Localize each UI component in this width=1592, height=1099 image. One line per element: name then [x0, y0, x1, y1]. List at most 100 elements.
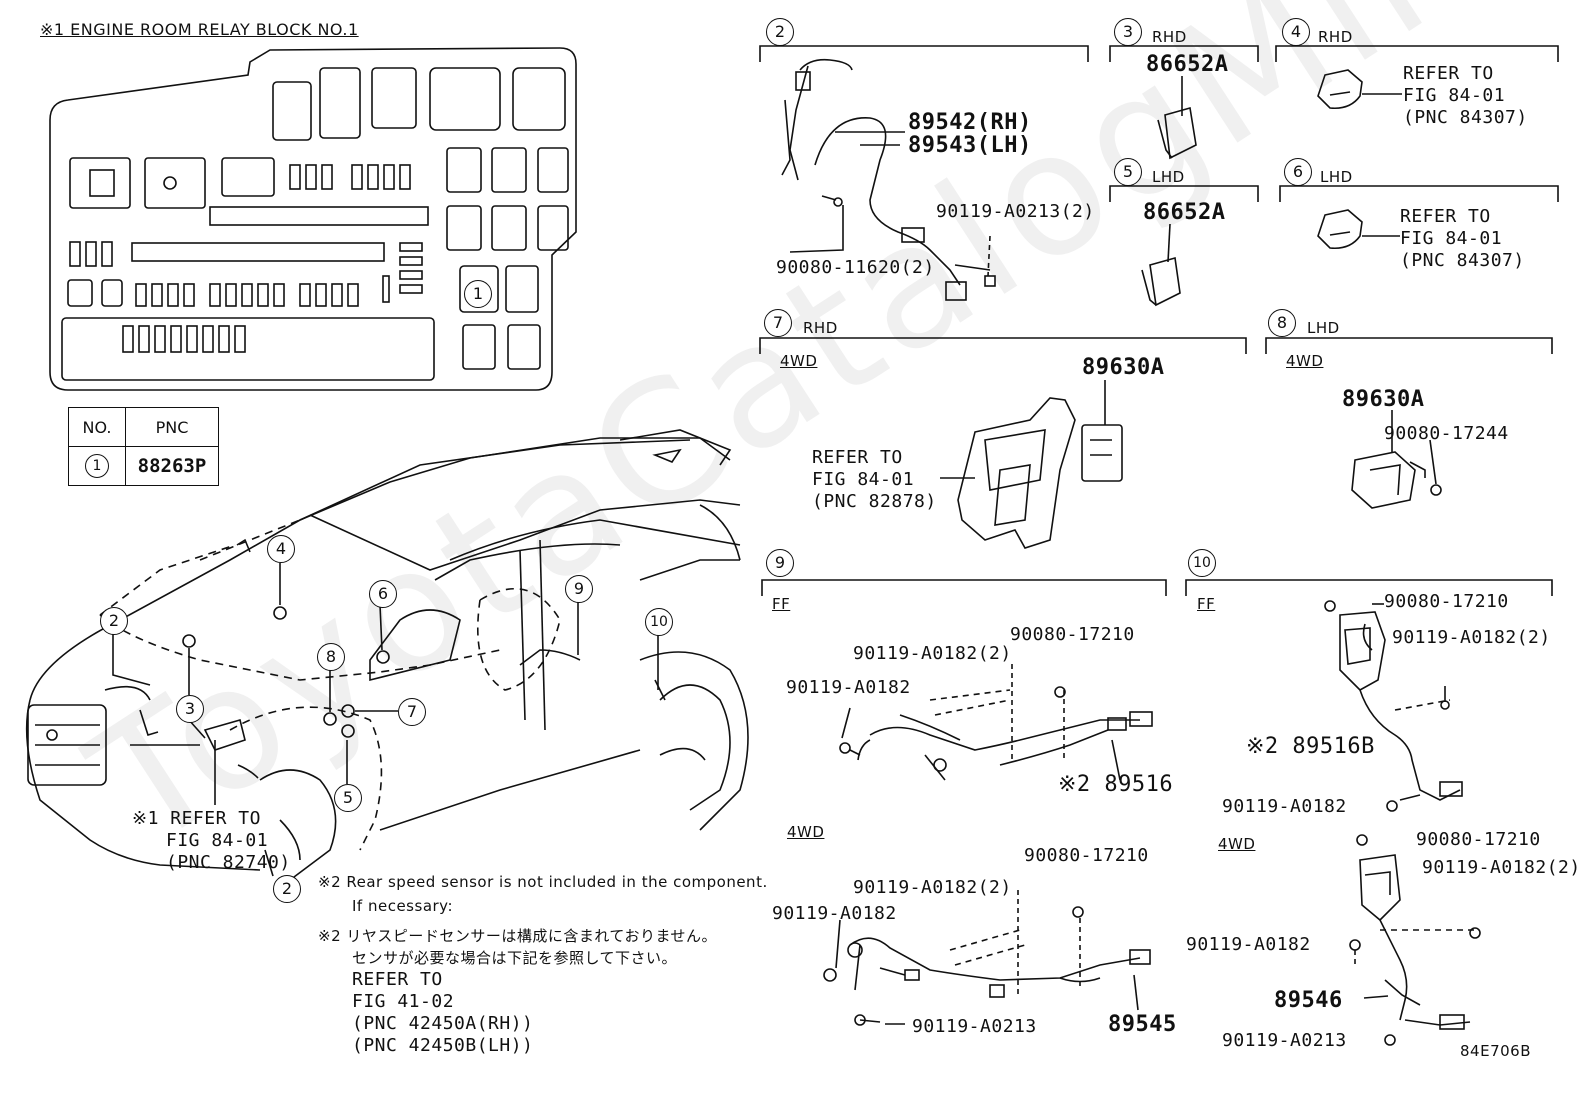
- refer-line: (PNC 82878): [812, 491, 937, 512]
- car-callout-5: 5: [334, 784, 362, 812]
- s10-ff-90080-17210: 90080-17210: [1384, 591, 1509, 612]
- car-callout-10: 10: [645, 608, 673, 636]
- refer-line: FIG 41-02: [352, 991, 455, 1012]
- harness-89546-art: [1349, 834, 1481, 1046]
- sensor-86652a-art: [1141, 76, 1197, 307]
- section-5-number: 5: [1114, 158, 1142, 186]
- s9-4wd-90119-a0182-2: 90119-A0182(2): [853, 877, 1012, 898]
- refer-84307-lhd: REFER TO FIG 84-01 (PNC 84307): [1400, 206, 1525, 272]
- s10-4wd-90119-a0182: 90119-A0182: [1186, 934, 1311, 955]
- part-90080-11620-2: 90080-11620(2): [776, 257, 935, 278]
- pnc-table: NO. PNC 1 88263P: [68, 407, 219, 486]
- harness-89516b-art: [1324, 600, 1463, 812]
- part-86652a-lhd: 86652A: [1143, 200, 1226, 225]
- part-90119-a0213-2: 90119-A0213(2): [936, 201, 1095, 222]
- s9-4wd-89545: 89545: [1108, 1012, 1177, 1037]
- car-callout-9: 9: [565, 575, 593, 603]
- section-9-ff: FF: [772, 595, 791, 613]
- pnc-table-cell-no: 1: [68, 446, 126, 486]
- part-90080-17244: 90080-17244: [1384, 423, 1509, 444]
- car-callout-4: 4: [267, 535, 295, 563]
- section-2-number: 2: [766, 18, 794, 46]
- note-jp-line-2: センサが必要な場合は下記を参照して下さい。: [352, 949, 678, 967]
- part-89630a-rhd: 89630A: [1082, 355, 1165, 380]
- s10-ff-89516b: ※2 89516B: [1246, 734, 1375, 759]
- car-callout-6: 6: [369, 580, 397, 608]
- refer-line: FIG 84-01: [166, 830, 269, 851]
- s10-4wd-89546: 89546: [1274, 988, 1343, 1013]
- refer-line: ※1 REFER TO: [132, 808, 261, 829]
- car-callout-7: 7: [398, 698, 426, 726]
- harness-89516-art: [839, 664, 1153, 781]
- s10-ff-90119-a0182-2: 90119-A0182(2): [1392, 627, 1551, 648]
- harness-89545-art: [823, 890, 1151, 1026]
- refer-line: REFER TO: [352, 969, 443, 990]
- relay-block-outline: [49, 47, 577, 391]
- s9-ff-90119-a0182: 90119-A0182: [786, 677, 911, 698]
- car-callout-8: 8: [317, 643, 345, 671]
- refer-line: (PNC 42450A(RH)): [352, 1013, 534, 1034]
- s10-4wd-90080-17210: 90080-17210: [1416, 829, 1541, 850]
- note-en-line-1: ※2 Rear speed sensor is not included in …: [318, 873, 768, 891]
- refer-line: FIG 84-01: [812, 469, 915, 490]
- relay-block-title: ※1 ENGINE ROOM RELAY BLOCK NO.1: [40, 20, 359, 39]
- vehicle-mount-points: [182, 606, 390, 738]
- note-refer-42450: REFER TO FIG 41-02 (PNC 42450A(RH)) (PNC…: [352, 969, 533, 1057]
- section-6-tag: LHD: [1320, 168, 1353, 186]
- pnc-table-header-no: NO.: [68, 407, 126, 447]
- part-89543: 89543(LH): [908, 133, 1032, 158]
- section-7-number: 7: [764, 309, 792, 337]
- pnc-row-number: 1: [85, 454, 109, 478]
- section-10-4wd: 4WD: [1218, 835, 1256, 853]
- car-callout-2: 2: [100, 607, 128, 635]
- s9-ff-90119-a0182-2: 90119-A0182(2): [853, 643, 1012, 664]
- pnc-table-cell-pnc: 88263P: [125, 446, 219, 486]
- s10-4wd-90119-a0213: 90119-A0213: [1222, 1030, 1347, 1051]
- car-callout-3: 3: [176, 695, 204, 723]
- refer-82878: REFER TO FIG 84-01 (PNC 82878): [812, 447, 937, 513]
- section-3-tag: RHD: [1152, 28, 1187, 46]
- note-en-line-2: If necessary:: [352, 897, 454, 915]
- section-9-number: 9: [766, 549, 794, 577]
- sensor-84307-art: [1317, 69, 1402, 250]
- section-9-4wd: 4WD: [787, 823, 825, 841]
- section-8-sub: 4WD: [1286, 352, 1324, 370]
- s9-ff-90080-17210: 90080-17210: [1010, 624, 1135, 645]
- section-10-number: 10: [1188, 549, 1216, 577]
- car-callout-2-rear: 2: [273, 875, 301, 903]
- figure-code: 84E706B: [1460, 1042, 1531, 1060]
- refer-line: FIG 84-01: [1403, 85, 1506, 106]
- relay-block-components: [61, 67, 569, 381]
- part-86652a-rhd: 86652A: [1146, 52, 1229, 77]
- sensor-89630a-lhd-art: [1351, 410, 1442, 509]
- s10-4wd-90119-a0182-2: 90119-A0182(2): [1422, 857, 1581, 878]
- refer-line: REFER TO: [1400, 206, 1491, 227]
- section-5-tag: LHD: [1152, 168, 1185, 186]
- sensor-89542-art: [781, 58, 996, 301]
- s9-4wd-90080-17210: 90080-17210: [1024, 845, 1149, 866]
- refer-line: (PNC 42450B(LH)): [352, 1035, 534, 1056]
- part-89630a-lhd: 89630A: [1342, 387, 1425, 412]
- s9-4wd-90119-a0182: 90119-A0182: [772, 903, 897, 924]
- refer-line: (PNC 84307): [1403, 107, 1528, 128]
- sensor-89630a-rhd-art: [940, 380, 1123, 549]
- pnc-table-header-pnc: PNC: [125, 407, 219, 447]
- section-4-tag: RHD: [1318, 28, 1353, 46]
- relay-slot-callout: 1: [464, 280, 492, 308]
- s10-ff-90119-a0182: 90119-A0182: [1222, 796, 1347, 817]
- refer-line: (PNC 84307): [1400, 250, 1525, 271]
- s9-4wd-90119-a0213: 90119-A0213: [912, 1016, 1037, 1037]
- s9-ff-89516: ※2 89516: [1058, 772, 1174, 797]
- section-brackets: [759, 45, 1559, 596]
- refer-84307-rhd: REFER TO FIG 84-01 (PNC 84307): [1403, 63, 1528, 129]
- refer-line: FIG 84-01: [1400, 228, 1503, 249]
- callout-leaders: [112, 563, 659, 877]
- car-refer-82740: ※1 REFER TO FIG 84-01 (PNC 82740): [132, 808, 291, 874]
- section-4-number: 4: [1282, 18, 1310, 46]
- refer-line: REFER TO: [812, 447, 903, 468]
- section-7-tag: RHD: [803, 319, 838, 337]
- vehicle-art: [25, 429, 749, 881]
- part-89542: 89542(RH): [908, 110, 1032, 135]
- section-6-number: 6: [1284, 158, 1312, 186]
